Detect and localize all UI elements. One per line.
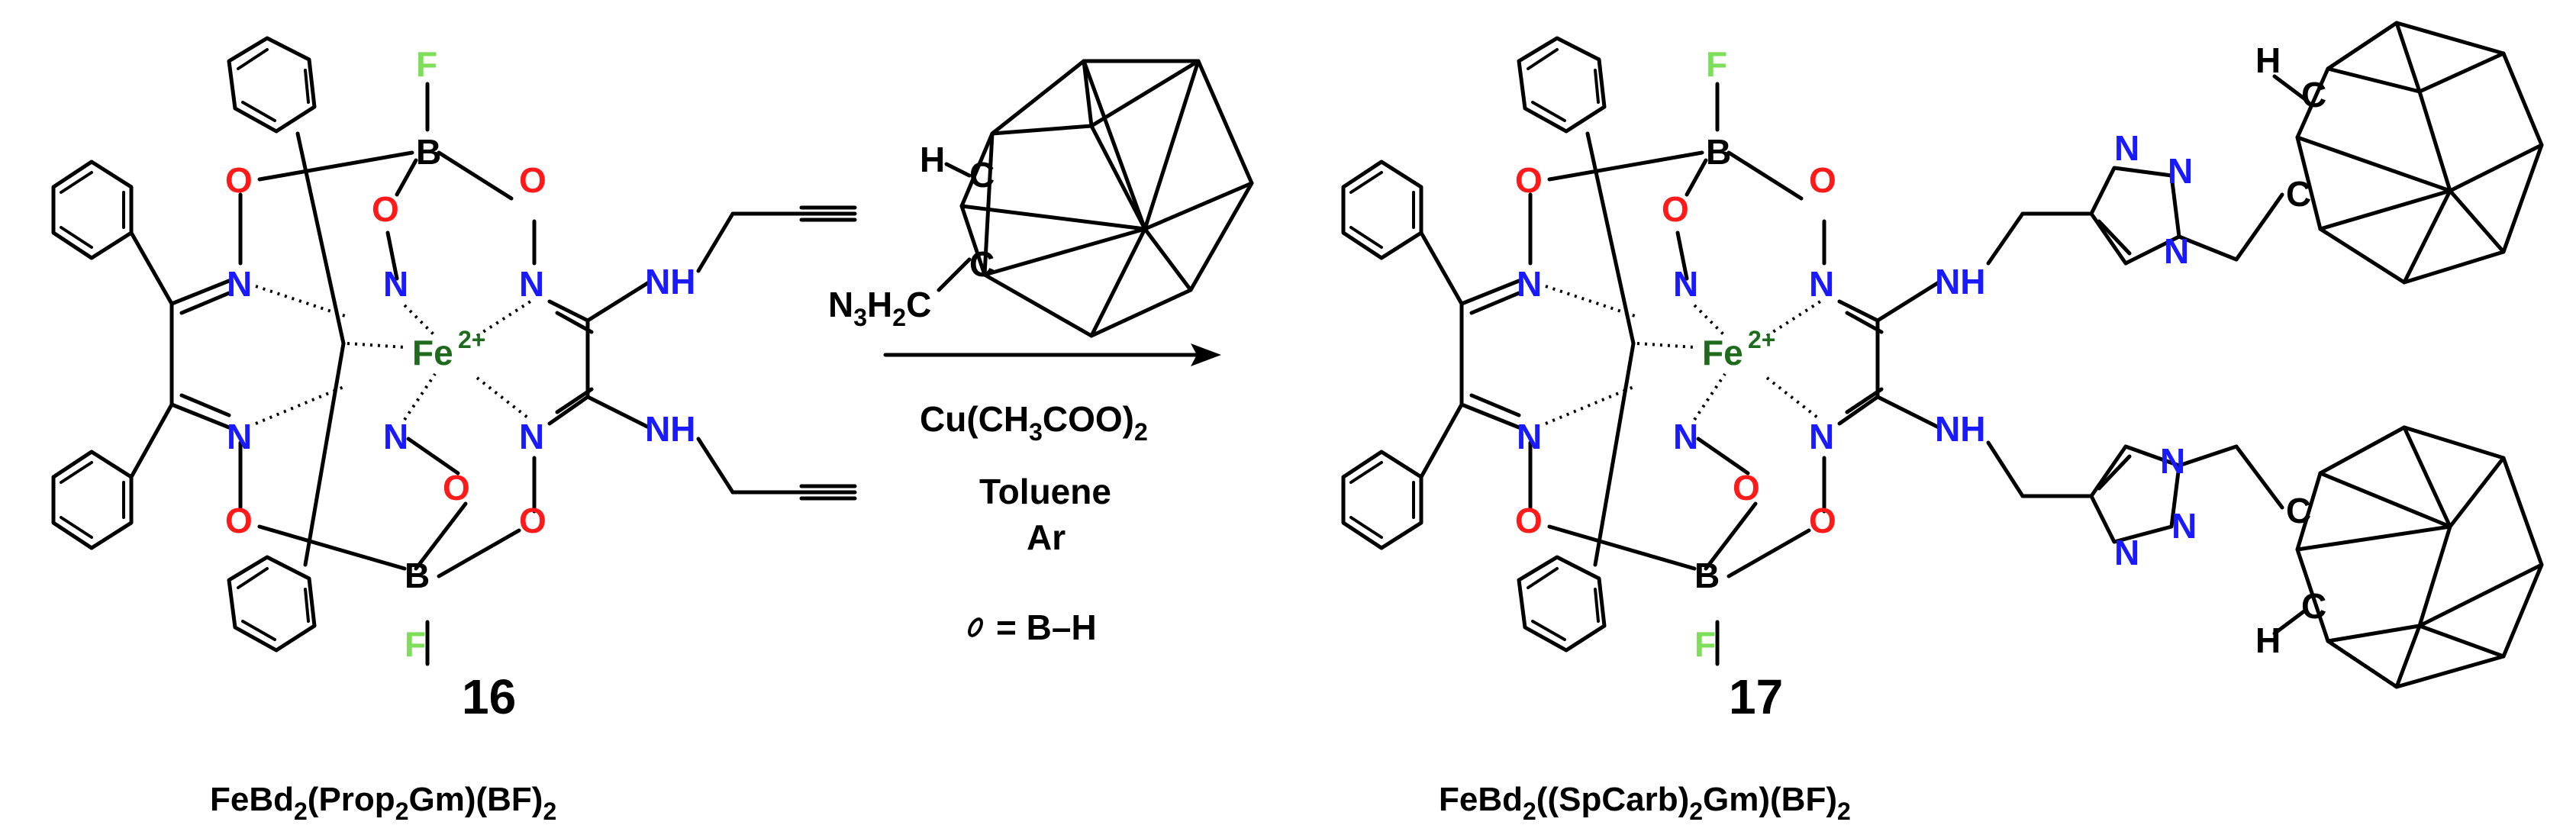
oxygen-atom: O — [1515, 501, 1543, 540]
fluorine-atom-top: F — [1706, 44, 1727, 84]
oxygen-atom: O — [519, 501, 546, 540]
oxygen-atom: O — [1733, 468, 1760, 508]
amine-nh: NH — [645, 262, 695, 301]
oxygen-atom: O — [443, 468, 470, 508]
nitrogen-atom: N — [1673, 417, 1698, 456]
iron-charge: 2+ — [458, 326, 485, 353]
triazole-nitrogen: N — [2114, 533, 2139, 572]
nitrogen-atom: N — [1673, 264, 1698, 304]
phenyl-ring-upper-left — [51, 160, 134, 260]
triazole-nitrogen: N — [2160, 441, 2185, 481]
carbon-atom: C — [2286, 174, 2311, 214]
iron-charge: 2+ — [1748, 326, 1775, 353]
oxygen-atom: O — [372, 189, 399, 229]
reactant-16-structure: F B O O O N N N NH Fe 2+ N N N NH O O O … — [51, 36, 857, 666]
nitrogen-atom: N — [227, 264, 252, 304]
reaction-arrow — [883, 343, 1221, 366]
bh-vertex-legend: = B–H — [968, 608, 1097, 647]
carbon-atom: C — [969, 244, 995, 284]
phenyl-ring-bottom — [227, 555, 317, 653]
oxygen-atom: O — [1515, 160, 1543, 200]
nitrogen-atom: N — [227, 417, 252, 456]
boron-atom-bottom: B — [405, 556, 430, 595]
nitrogen-atom: N — [1517, 417, 1542, 456]
triazole-nitrogen: N — [2164, 231, 2189, 271]
compound-name-17: FeBd2((SpCarb)2Gm)(BF)2 — [1439, 781, 1851, 825]
phenyl-ring-top — [227, 36, 317, 134]
triazole-nitrogen: N — [2171, 506, 2197, 546]
compound-name-16: FeBd2(Prop2Gm)(BF)2 — [210, 781, 556, 825]
bh-vertex-icon — [968, 617, 983, 637]
oxygen-atom: O — [519, 160, 546, 200]
phenyl-ring-upper-left — [1341, 160, 1423, 260]
fluorine-atom-bottom: F — [405, 624, 426, 664]
carbon-atom: C — [2301, 586, 2326, 626]
oxygen-atom: O — [1662, 189, 1689, 229]
compound-number-16: 16 — [462, 669, 516, 724]
product-17-structure: F B O O O N N N NH Fe 2+ N N N NH O O O … — [1341, 21, 2544, 689]
bh-legend-text: = B–H — [996, 608, 1097, 647]
nitrogen-atom: N — [1809, 417, 1834, 456]
fluorine-atom-bottom: F — [1694, 624, 1716, 664]
carborane-azide-reagent: H C C N3H2C — [828, 59, 1254, 338]
hydrogen-atom: H — [2255, 620, 2281, 660]
phenyl-ring-lower-left — [1341, 450, 1423, 550]
oxygen-atom: O — [225, 160, 253, 200]
hydrogen-atom: H — [2255, 40, 2281, 80]
oxygen-atom: O — [1809, 160, 1836, 200]
phenyl-ring-lower-left — [51, 450, 134, 550]
azidomethyl-group: N3H2C — [828, 285, 931, 331]
phenyl-ring-top — [1517, 36, 1607, 134]
solvent-label: Toluene — [979, 472, 1111, 511]
iron-center: Fe — [1702, 333, 1743, 372]
triazole-nitrogen: N — [2114, 128, 2139, 168]
boron-atom-bottom: B — [1694, 556, 1720, 595]
compound-number-17: 17 — [1729, 669, 1783, 724]
atmosphere-label: Ar — [1027, 517, 1066, 557]
nitrogen-atom: N — [519, 264, 544, 304]
iron-center: Fe — [412, 333, 453, 372]
triazole-nitrogen: N — [2168, 151, 2193, 191]
oxygen-atom: O — [1809, 501, 1836, 540]
fluorine-atom-top: F — [416, 44, 437, 84]
phenyl-ring-bottom — [1517, 555, 1607, 653]
catalyst-label: Cu(CH3COO)2 — [920, 399, 1148, 446]
nitrogen-atom: N — [383, 264, 408, 304]
oxygen-atom: O — [225, 501, 253, 540]
nitrogen-atom: N — [519, 417, 544, 456]
carbon-atom: C — [969, 155, 995, 195]
boron-atom-top: B — [1706, 132, 1731, 172]
nitrogen-atom: N — [1517, 264, 1542, 304]
carbon-atom: C — [2286, 491, 2311, 530]
hydrogen-atom: H — [920, 140, 945, 179]
carbon-atom: C — [2301, 75, 2326, 114]
boron-atom-top: B — [416, 132, 441, 172]
nitrogen-atom: N — [1809, 264, 1834, 304]
amine-nh: NH — [1935, 409, 1985, 449]
amine-nh: NH — [1935, 262, 1985, 301]
amine-nh: NH — [645, 409, 695, 449]
nitrogen-atom: N — [383, 417, 408, 456]
